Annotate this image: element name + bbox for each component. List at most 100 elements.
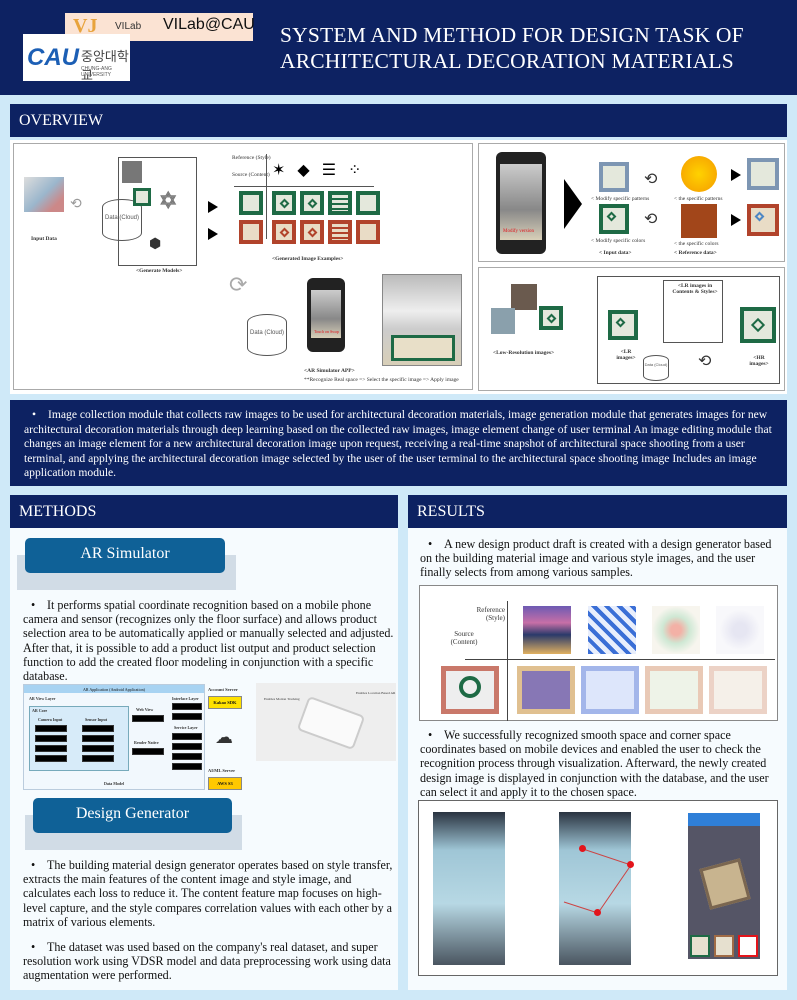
ar-core-label: AR Core	[32, 708, 48, 713]
ar-app-label: <AR Simulator APP>	[304, 368, 355, 374]
modify-phone	[496, 152, 546, 254]
corner-point	[594, 909, 601, 916]
ar-recognition-figure	[418, 800, 778, 976]
axis-divider	[234, 186, 374, 187]
sun-image	[681, 156, 717, 192]
component-box	[172, 763, 202, 770]
ar-simulator-text: •It performs spatial coordinate recognit…	[23, 598, 394, 684]
generated-tile	[328, 191, 352, 215]
architecture-diagram: AR Application (Android Application) AR …	[23, 684, 205, 790]
low-res-label: <Low-Resolution images>	[493, 350, 555, 356]
input-tile	[599, 204, 629, 234]
design-generator-text-2: •The dataset was used based on the compa…	[23, 940, 391, 983]
specific-patterns-label: < the specific patterns	[674, 196, 723, 202]
component-box	[172, 713, 202, 720]
poster-title: SYSTEM AND METHOD FOR DESIGN TASK OF ARC…	[280, 23, 744, 73]
floor-recognition-screenshot	[433, 812, 505, 965]
component-box	[82, 725, 114, 732]
ar-simulator-title: AR Simulator	[25, 538, 225, 573]
phone-illustration	[296, 695, 366, 751]
sample-photo	[122, 161, 142, 183]
star-icon: ✡	[158, 188, 178, 214]
generate-models-label: <Generate Models>	[136, 268, 183, 274]
input-data-caption: < Input data>	[599, 250, 632, 256]
system-overview-figure: Input Data ⟲ Data (Cloud) ✡ ⬢ <Generate …	[13, 143, 473, 390]
lr-styles-box: <LR images in Contents & Styles>	[663, 280, 723, 343]
sync-arrows-icon: ⟲	[698, 353, 712, 370]
source-content-label: Source (Content)	[450, 630, 478, 646]
bullet: •	[32, 408, 37, 421]
lr-styles-label: <LR images in Contents & Styles>	[672, 283, 718, 295]
tile-option-selected[interactable]	[738, 935, 758, 957]
generated-tile	[300, 191, 324, 215]
corner-outline	[563, 848, 631, 914]
low-res-cat-image	[511, 284, 537, 310]
generated-tile	[272, 191, 296, 215]
source-content-label: Source (Content)	[232, 172, 270, 178]
results-panel: RESULTS •A new design product draft is c…	[408, 495, 787, 990]
camera-input-label: Camera Input	[38, 717, 63, 722]
bullet: •	[428, 728, 433, 742]
hr-images-label: <HR images>	[749, 355, 769, 367]
vilab-logo-mark: VJ	[73, 15, 98, 37]
poster-header: VJ VILab VILab@CAU CAU 중앙대학교 CHUNG-ANG U…	[0, 0, 797, 95]
tile-option[interactable]	[690, 935, 710, 957]
bullet: •	[428, 537, 433, 551]
generated-examples-label: <Generated Image Examples>	[272, 256, 344, 262]
component-box	[172, 743, 202, 750]
component-box	[172, 703, 202, 710]
arrow-right-icon	[731, 214, 741, 226]
floor-tile	[391, 335, 455, 361]
arrow-right-icon	[564, 179, 582, 229]
vilab-logo-text: VILab@CAU	[163, 16, 255, 33]
component-box	[35, 755, 67, 762]
generated-tile	[272, 220, 296, 244]
ar-app-phone	[307, 278, 345, 352]
methods-heading: METHODS	[10, 495, 398, 528]
result-tile	[709, 666, 767, 714]
style-image-floral	[652, 606, 700, 654]
cau-logo: CAU 중앙대학교 CHUNG-ANG UNIVERSITY	[23, 34, 130, 84]
component-box	[82, 745, 114, 752]
generated-tile	[328, 220, 352, 244]
result-tile	[517, 666, 575, 714]
component-box	[172, 733, 202, 740]
source-tile	[441, 666, 499, 714]
overview-heading: OVERVIEW	[10, 104, 787, 137]
corner-point	[579, 845, 586, 852]
modify-colors-label: < Modify specific colors	[591, 238, 646, 244]
account-server-label: Account Server	[208, 687, 238, 692]
methods-panel: METHODS AR Simulator •It performs spatia…	[10, 495, 398, 990]
reference-style-label: Reference (Style)	[476, 606, 505, 622]
result-tile	[581, 666, 639, 714]
tile-sample	[133, 188, 151, 206]
interface-layer-label: Interface Layer	[172, 696, 199, 701]
cau-english-name: CHUNG-ANG UNIVERSITY	[81, 66, 112, 78]
output-tile	[747, 204, 779, 236]
neural-network-icon: ⬢	[149, 237, 162, 252]
arrow-right-icon	[731, 169, 741, 181]
component-box	[82, 735, 114, 742]
input-data-label: Input Data	[31, 236, 57, 242]
bullet: •	[31, 598, 36, 612]
service-layer-label: Service Layer	[174, 725, 198, 730]
sensor-input-label: Sensor Input	[85, 717, 108, 722]
generate-models-box: ✡ ⬢	[118, 157, 197, 266]
arrow-right-icon	[208, 228, 218, 240]
output-tile	[747, 158, 779, 190]
bullet: •	[31, 858, 36, 872]
data-cloud-icon: Data (Cloud)	[102, 199, 142, 241]
tile-option[interactable]	[714, 935, 734, 957]
aws-s3-box: AWS S3	[208, 777, 242, 790]
component-box	[82, 755, 114, 762]
component-box	[35, 745, 67, 752]
data-model-label: Data Model	[104, 781, 125, 786]
super-resolution-figure: <Low-Resolution images> <LR images in Co…	[478, 267, 785, 391]
generated-tile	[300, 220, 324, 244]
component-box	[132, 748, 164, 755]
corner-recognition-screenshot	[559, 812, 634, 965]
results-text-2: •We successfully recognized smooth space…	[420, 728, 769, 799]
data-cloud-icon: Data (Cloud)	[643, 355, 669, 381]
elevator-image	[382, 274, 462, 366]
applied-tile	[699, 858, 751, 910]
